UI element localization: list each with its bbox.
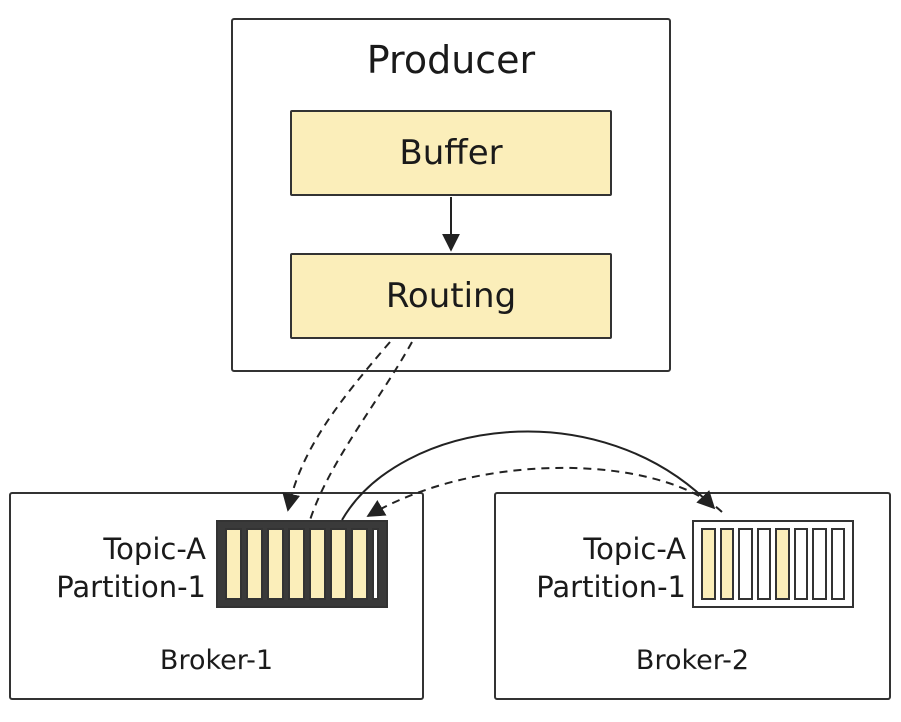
- producer-title: Producer: [366, 38, 536, 82]
- routing-to-broker-1-arrow: [282, 341, 391, 512]
- broker-1-partition-slot: [266, 528, 284, 600]
- broker-2-partition-log: [692, 520, 854, 608]
- broker-2-partition-slot: [812, 528, 827, 600]
- broker-1-partition-slot: [350, 528, 368, 600]
- broker-2-partition-slot: [756, 528, 771, 600]
- broker-1-partition-slot: [287, 528, 305, 600]
- broker-1-partition: Partition-1: [56, 570, 206, 604]
- routing-block: Routing: [290, 253, 612, 339]
- broker-1-partition-slot: [371, 528, 380, 600]
- broker-2-partition-slot: [793, 528, 808, 600]
- broker-1-partition-slot: [308, 528, 326, 600]
- routing-to-broker-1-line: [309, 341, 413, 521]
- replication-arrow: [341, 430, 716, 521]
- broker-1-partition-slot: [245, 528, 263, 600]
- broker-2-partition-label: Topic-A Partition-1: [520, 530, 686, 606]
- buffer-block: Buffer: [290, 110, 612, 196]
- broker-1-partition-slot: [329, 528, 347, 600]
- broker-2-partition-slot: [830, 528, 845, 600]
- broker-1-partition-label: Topic-A Partition-1: [40, 530, 206, 606]
- broker-1-partition-log: [216, 520, 388, 608]
- broker-2-label: Broker-2: [635, 645, 750, 676]
- routing-label: Routing: [385, 276, 517, 316]
- broker-2-partition-slot: [738, 528, 753, 600]
- fetch-arrow: [366, 466, 723, 517]
- buffer-label: Buffer: [399, 133, 503, 173]
- broker-2-partition: Partition-1: [536, 570, 686, 604]
- broker-2-topic: Topic-A: [583, 532, 686, 566]
- broker-2-partition-slot: [701, 528, 716, 600]
- broker-1-partition-slot: [225, 528, 242, 600]
- broker-1-topic: Topic-A: [103, 532, 206, 566]
- broker-2-partition-slot: [775, 528, 790, 600]
- broker-1-label: Broker-1: [159, 645, 274, 676]
- broker-2-partition-slot: [719, 528, 734, 600]
